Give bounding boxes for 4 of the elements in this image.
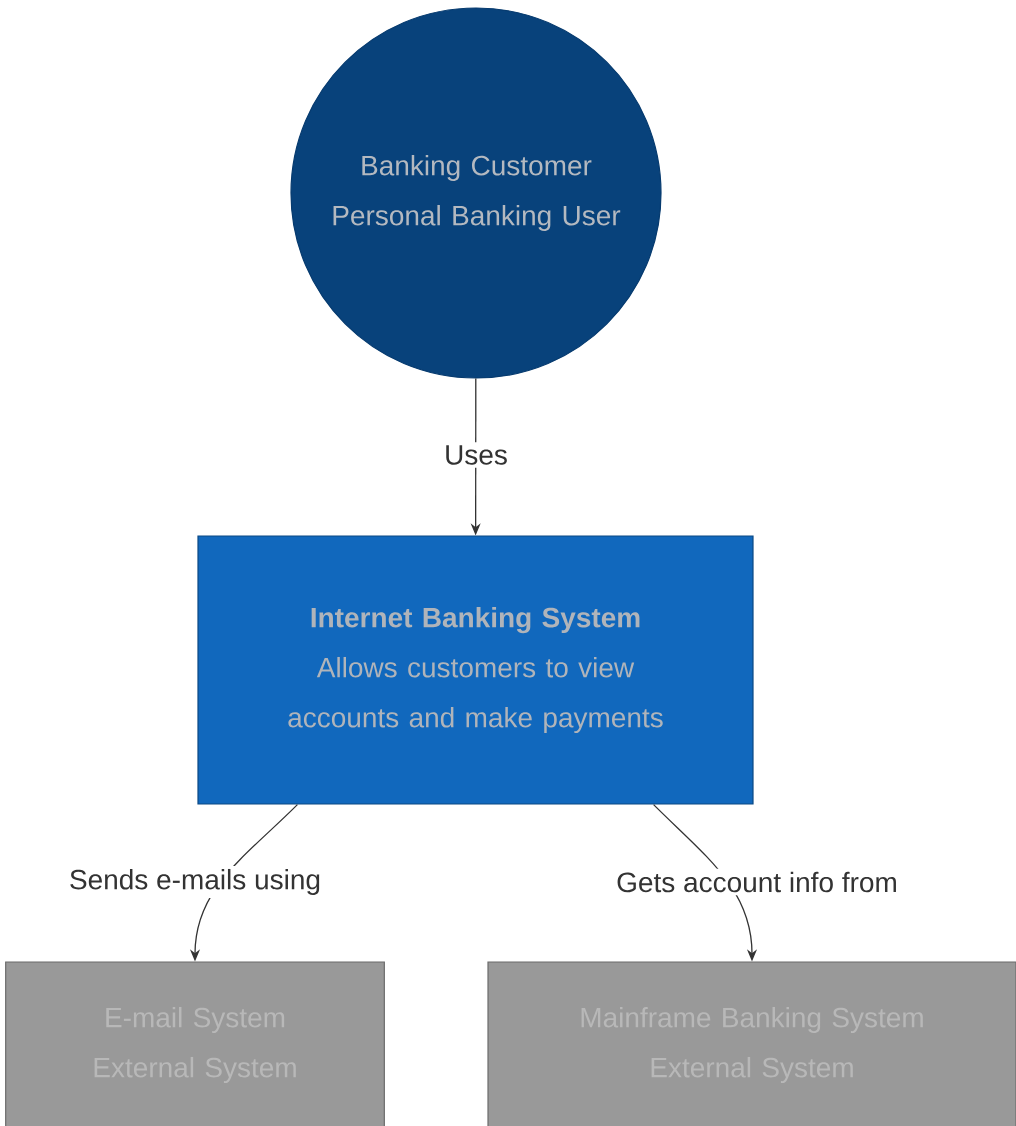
edge-label: Uses — [441, 442, 511, 468]
system-box: Internet Banking System Allows customers to view accounts and make payments — [197, 535, 754, 805]
edge-label: Sends e-mails using — [65, 865, 325, 899]
edge-label: Gets account info from — [613, 868, 901, 896]
